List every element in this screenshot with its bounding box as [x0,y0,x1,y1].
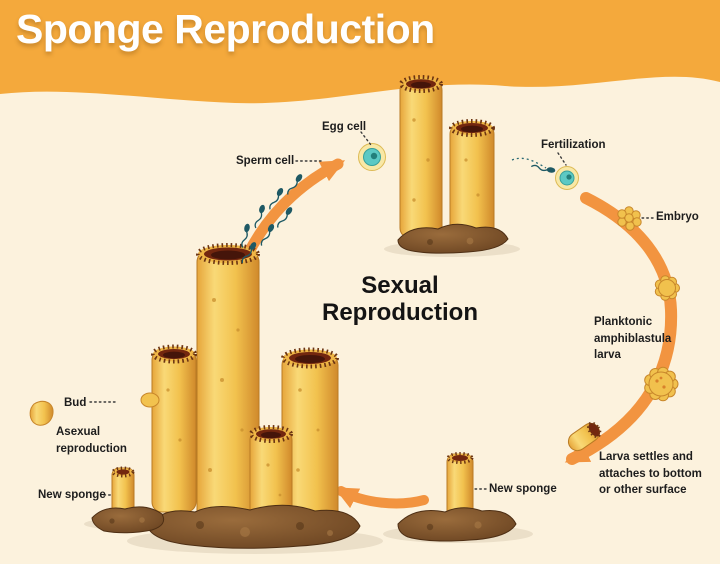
label-larva-settles: Larva settles and attaches to bottom or … [599,451,702,496]
new-sponge-sexual-illustration [397,452,517,542]
label-embryo: Embryo [656,211,699,223]
bud-illustration [29,400,54,426]
header-banner [0,0,720,104]
label-asexual-reproduction: Asexual reproduction [56,426,127,455]
offspring-sponge-illustration [397,75,509,254]
osculum-openings [151,243,339,443]
label-egg-cell: Egg cell [322,121,367,133]
label-leader-lines [89,131,654,496]
bud-on-parent [140,392,160,408]
settling-larva-illustration [567,421,602,452]
label-planktonic-larva: Planktonic amphiblastula larva [594,316,672,361]
label-new-sponge-asexual: New sponge [38,489,106,501]
parent-sponge-illustration [140,243,361,549]
label-bud: Bud [64,397,87,409]
morula-illustration [654,275,680,301]
egg-cell-illustration [358,143,386,171]
label-sperm-cell: Sperm cell [236,155,295,167]
page-title: Sponge Reproduction [16,6,435,52]
new-sponge-asexual-illustration [91,466,165,534]
sexual-reproduction-heading: Sexual Reproduction [322,272,478,326]
label-new-sponge-sexual: New sponge [489,483,557,495]
amphiblastula-larva-illustration [644,366,679,402]
arrow-newsponge-to-parent [333,486,429,509]
embryo-illustration [617,206,642,231]
fertilization-illustration [511,157,579,190]
label-fertilization: Fertilization [541,139,606,151]
